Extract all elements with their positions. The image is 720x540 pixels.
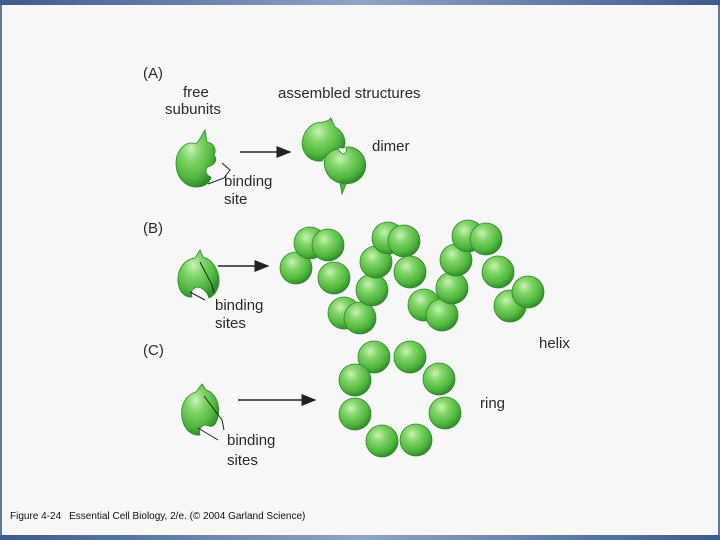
panel-a-dimer-label: dimer bbox=[372, 138, 410, 155]
panel-b-free-subunit bbox=[177, 249, 220, 299]
panel-c-ring-label: ring bbox=[480, 395, 506, 412]
figure-source: Essential Cell Biology, 2/e. (© 2004 Gar… bbox=[69, 511, 306, 522]
panel-c-site-pointer-1 bbox=[203, 395, 225, 431]
panel-a-site-label-line2: site bbox=[224, 191, 248, 208]
panel-b-site-pointer-2 bbox=[189, 291, 206, 301]
slide-canvas bbox=[2, 5, 718, 535]
panel-b-letter: (B) bbox=[143, 220, 163, 237]
slide-frame-bottom bbox=[0, 535, 720, 540]
panel-a-assembled-label: assembled structures bbox=[278, 85, 421, 102]
figure-caption: Figure 4-24 Essential Cell Biology, 2/e. … bbox=[10, 511, 305, 522]
panel-a-site-pointer bbox=[207, 162, 231, 185]
panel-b-helix-label: helix bbox=[539, 335, 570, 352]
panel-c-site-label-line2: sites bbox=[227, 452, 258, 469]
panel-b-site-pointer-1 bbox=[199, 261, 215, 294]
panel-c-free-subunit bbox=[181, 383, 220, 436]
panel-a-site-label-line1: binding bbox=[224, 173, 273, 190]
panel-a-free-label-line1: free bbox=[183, 84, 209, 101]
figure-number: Figure 4-24 bbox=[10, 511, 62, 522]
panel-a-free-label-line2: subunits bbox=[165, 101, 221, 118]
panel-c-letter: (C) bbox=[143, 342, 164, 359]
panel-b-site-label-line1: binding bbox=[215, 297, 264, 314]
panel-c-site-label-line1: binding bbox=[227, 432, 276, 449]
panel-a-letter: (A) bbox=[143, 65, 163, 82]
panel-b-site-label-line2: sites bbox=[215, 315, 246, 332]
panel-a-dimer bbox=[301, 117, 367, 196]
panel-b-helix bbox=[279, 219, 545, 335]
panel-a-free-subunit bbox=[175, 129, 217, 188]
panel-c-site-pointer-2 bbox=[197, 427, 219, 441]
panel-c-ring bbox=[338, 340, 462, 458]
slide-frame-top bbox=[0, 0, 720, 5]
